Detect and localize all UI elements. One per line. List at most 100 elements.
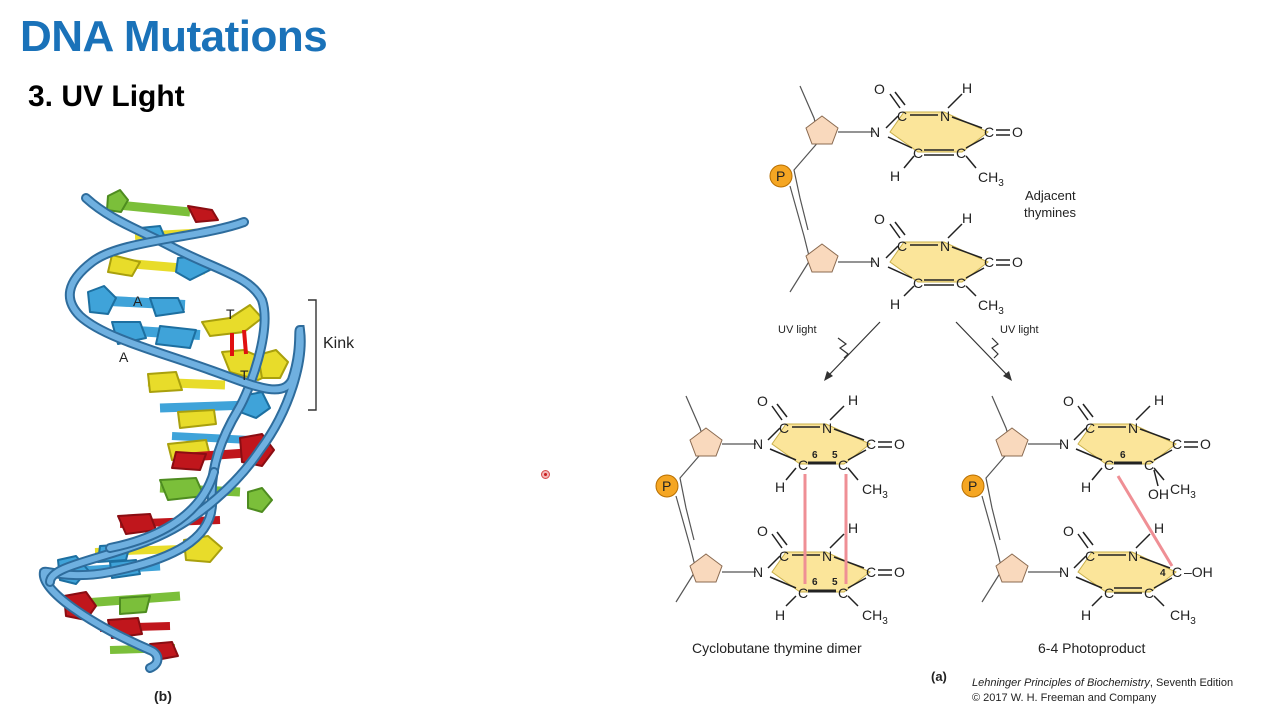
atom-c: C [1144,585,1154,601]
atom-c: C [913,145,923,161]
atom-o: O [1063,523,1074,539]
rung [147,371,226,393]
rung [87,285,186,317]
atom-n: N [870,124,880,140]
phosphate-label: P [776,168,785,184]
adjacent-label-1: Adjacent [1025,188,1076,203]
helix-label-t1: T [226,306,235,322]
six-four-photoproduct: P O H C N N C O C C 6 H OH CH3 [961,392,1213,656]
atom-ch3: CH3 [1170,607,1196,627]
credit-book: Lehninger Principles of Biochemistry [972,677,1150,689]
rung [106,189,219,223]
atom-c: C [897,108,907,124]
atom-c: C [838,457,848,473]
atom-o: O [757,393,768,409]
credit-edition: , Seventh Edition [1149,677,1234,689]
atom-h: H [1154,392,1164,408]
atom-h: H [1154,520,1164,536]
rung [111,321,201,349]
atom-c: C [1172,436,1182,452]
atom-ch3: CH3 [978,169,1004,189]
atom-o: O [757,523,768,539]
atom-c: C [1172,564,1182,580]
kink-bracket [308,299,317,411]
atom-o: O [1200,436,1211,452]
atom-c: C [779,548,789,564]
atom-c: C [838,585,848,601]
helix-label-a2: A [119,349,129,365]
atom-ch3: CH3 [862,607,888,627]
atom-n: N [940,108,950,124]
adjacent-label-2: thymines [1024,205,1077,220]
panel-label-a: (a) [931,669,947,684]
ring-number: 6 [812,577,818,588]
atom-h: H [890,296,900,312]
adjacent-thymines: P O H C N N C O C C H CH3 [769,80,1077,317]
atom-c: C [798,585,808,601]
ring-number: 6 [812,450,818,461]
atom-n: N [1128,548,1138,564]
uv-label-left: UV light [778,324,817,336]
atom-c: C [866,564,876,580]
atom-c: C [779,420,789,436]
atom-h: H [775,607,785,623]
rung [107,254,211,281]
uv-label-right: UV light [1000,324,1039,336]
uv-arrows [824,321,1012,381]
sugar-pentagon [805,243,839,273]
phosphate-label: P [662,478,671,494]
atom-c: C [913,275,923,291]
atom-n: N [940,238,950,254]
atom-h: H [962,210,972,226]
ring-number: 6 [1120,450,1126,461]
atom-n: N [1059,564,1069,580]
atom-ch3: CH3 [862,481,888,501]
panel-label-b: (b) [154,688,172,704]
atom-oh: OH [1148,486,1169,502]
atom-c: C [984,124,994,140]
sugar-pentagon [995,427,1029,457]
ring-number: 4 [1160,568,1166,579]
atom-h: H [848,520,858,536]
kink-label: Kink [323,335,355,352]
atom-c: C [1104,585,1114,601]
atom-h: H [962,80,972,96]
atom-c: C [866,436,876,452]
ring-number: 5 [832,450,838,461]
thymine-dimer [201,304,289,381]
atom-o: O [1012,254,1023,270]
phosphate-label: P [968,478,977,494]
atom-ch3: CH3 [1170,481,1196,501]
atom-o: O [894,436,905,452]
atom-o: O [1012,124,1023,140]
sugar-pentagon [805,115,839,145]
helix-label-a1: A [133,293,143,309]
caption-cyclobutane: Cyclobutane thymine dimer [692,640,862,656]
atom-c: C [1104,457,1114,473]
credit-copyright: © 2017 W. H. Freeman and Company [972,692,1157,704]
slide-title: DNA Mutations [20,12,328,61]
slide-subtitle: 3. UV Light [28,80,185,113]
laser-pointer-dot [541,470,550,479]
dna-backbone [38,193,306,673]
atom-c: C [897,238,907,254]
atom-o: O [874,211,885,227]
atom-h: H [1081,479,1091,495]
atom-h: H [848,392,858,408]
atom-oh: –OH [1184,564,1213,580]
atom-c: C [1144,457,1154,473]
atom-o: O [894,564,905,580]
atom-c: C [1085,420,1095,436]
sugar-pentagon [689,427,723,457]
atom-h: H [775,479,785,495]
atom-c: C [984,254,994,270]
cyclobutane-dimer: P O H C N N C O C C 6 5 H CH3 [655,392,905,656]
caption-64-photoproduct: 6-4 Photoproduct [1038,640,1146,656]
atom-o: O [874,81,885,97]
atom-n: N [1059,436,1069,452]
atom-c: C [1085,548,1095,564]
atom-c: C [798,457,808,473]
atom-n: N [753,436,763,452]
ring-number: 5 [832,577,838,588]
